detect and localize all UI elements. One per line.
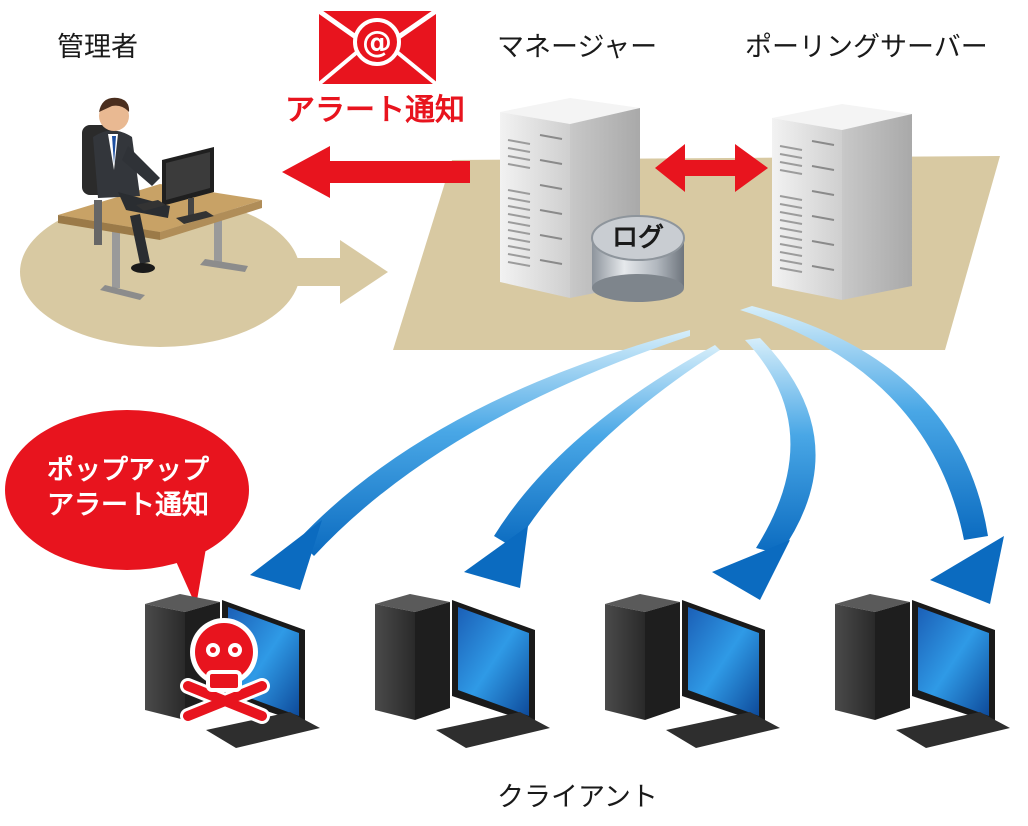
polling-server-icon <box>772 104 912 300</box>
administrator-icon <box>58 97 262 300</box>
client-pc-3 <box>605 594 780 748</box>
admin-label: 管理者 <box>57 32 138 63</box>
monitor-flow-arrow <box>255 240 388 304</box>
email-icon: @ <box>317 8 438 86</box>
popup-alert-text: ポップアップ アラート通知 <box>40 454 216 523</box>
client-pc-4 <box>835 594 1010 748</box>
svg-text:@: @ <box>362 25 392 60</box>
flow-arrow-1 <box>298 330 690 556</box>
popup-line-2: アラート通知 <box>47 489 209 521</box>
flow-arrow-1-head <box>250 520 322 590</box>
sync-double-arrow <box>655 144 768 192</box>
flow-arrow-4 <box>740 306 988 540</box>
clients-label: クライアント <box>497 782 658 813</box>
log-distribution-arrows <box>250 306 1004 604</box>
client-pc-2 <box>375 594 550 748</box>
admin-floor-circle <box>20 197 300 347</box>
flow-arrow-4-head <box>930 536 1004 604</box>
popup-line-1: ポップアップ <box>47 455 209 486</box>
manager-label: マネージャー <box>497 32 658 63</box>
popup-alert-bubble <box>5 410 249 606</box>
flow-arrow-3 <box>745 338 816 554</box>
flow-arrow-2 <box>494 345 720 548</box>
alert-notice-label: アラート通知 <box>285 93 465 128</box>
polling-server-label: ポーリングサーバー <box>745 32 988 63</box>
database-icon <box>591 215 685 302</box>
log-label: ログ <box>612 223 665 253</box>
flow-arrow-2-head <box>464 526 528 588</box>
alert-arrow <box>282 146 470 198</box>
skull-icon <box>180 618 270 724</box>
flow-arrow-3-head <box>712 540 790 600</box>
